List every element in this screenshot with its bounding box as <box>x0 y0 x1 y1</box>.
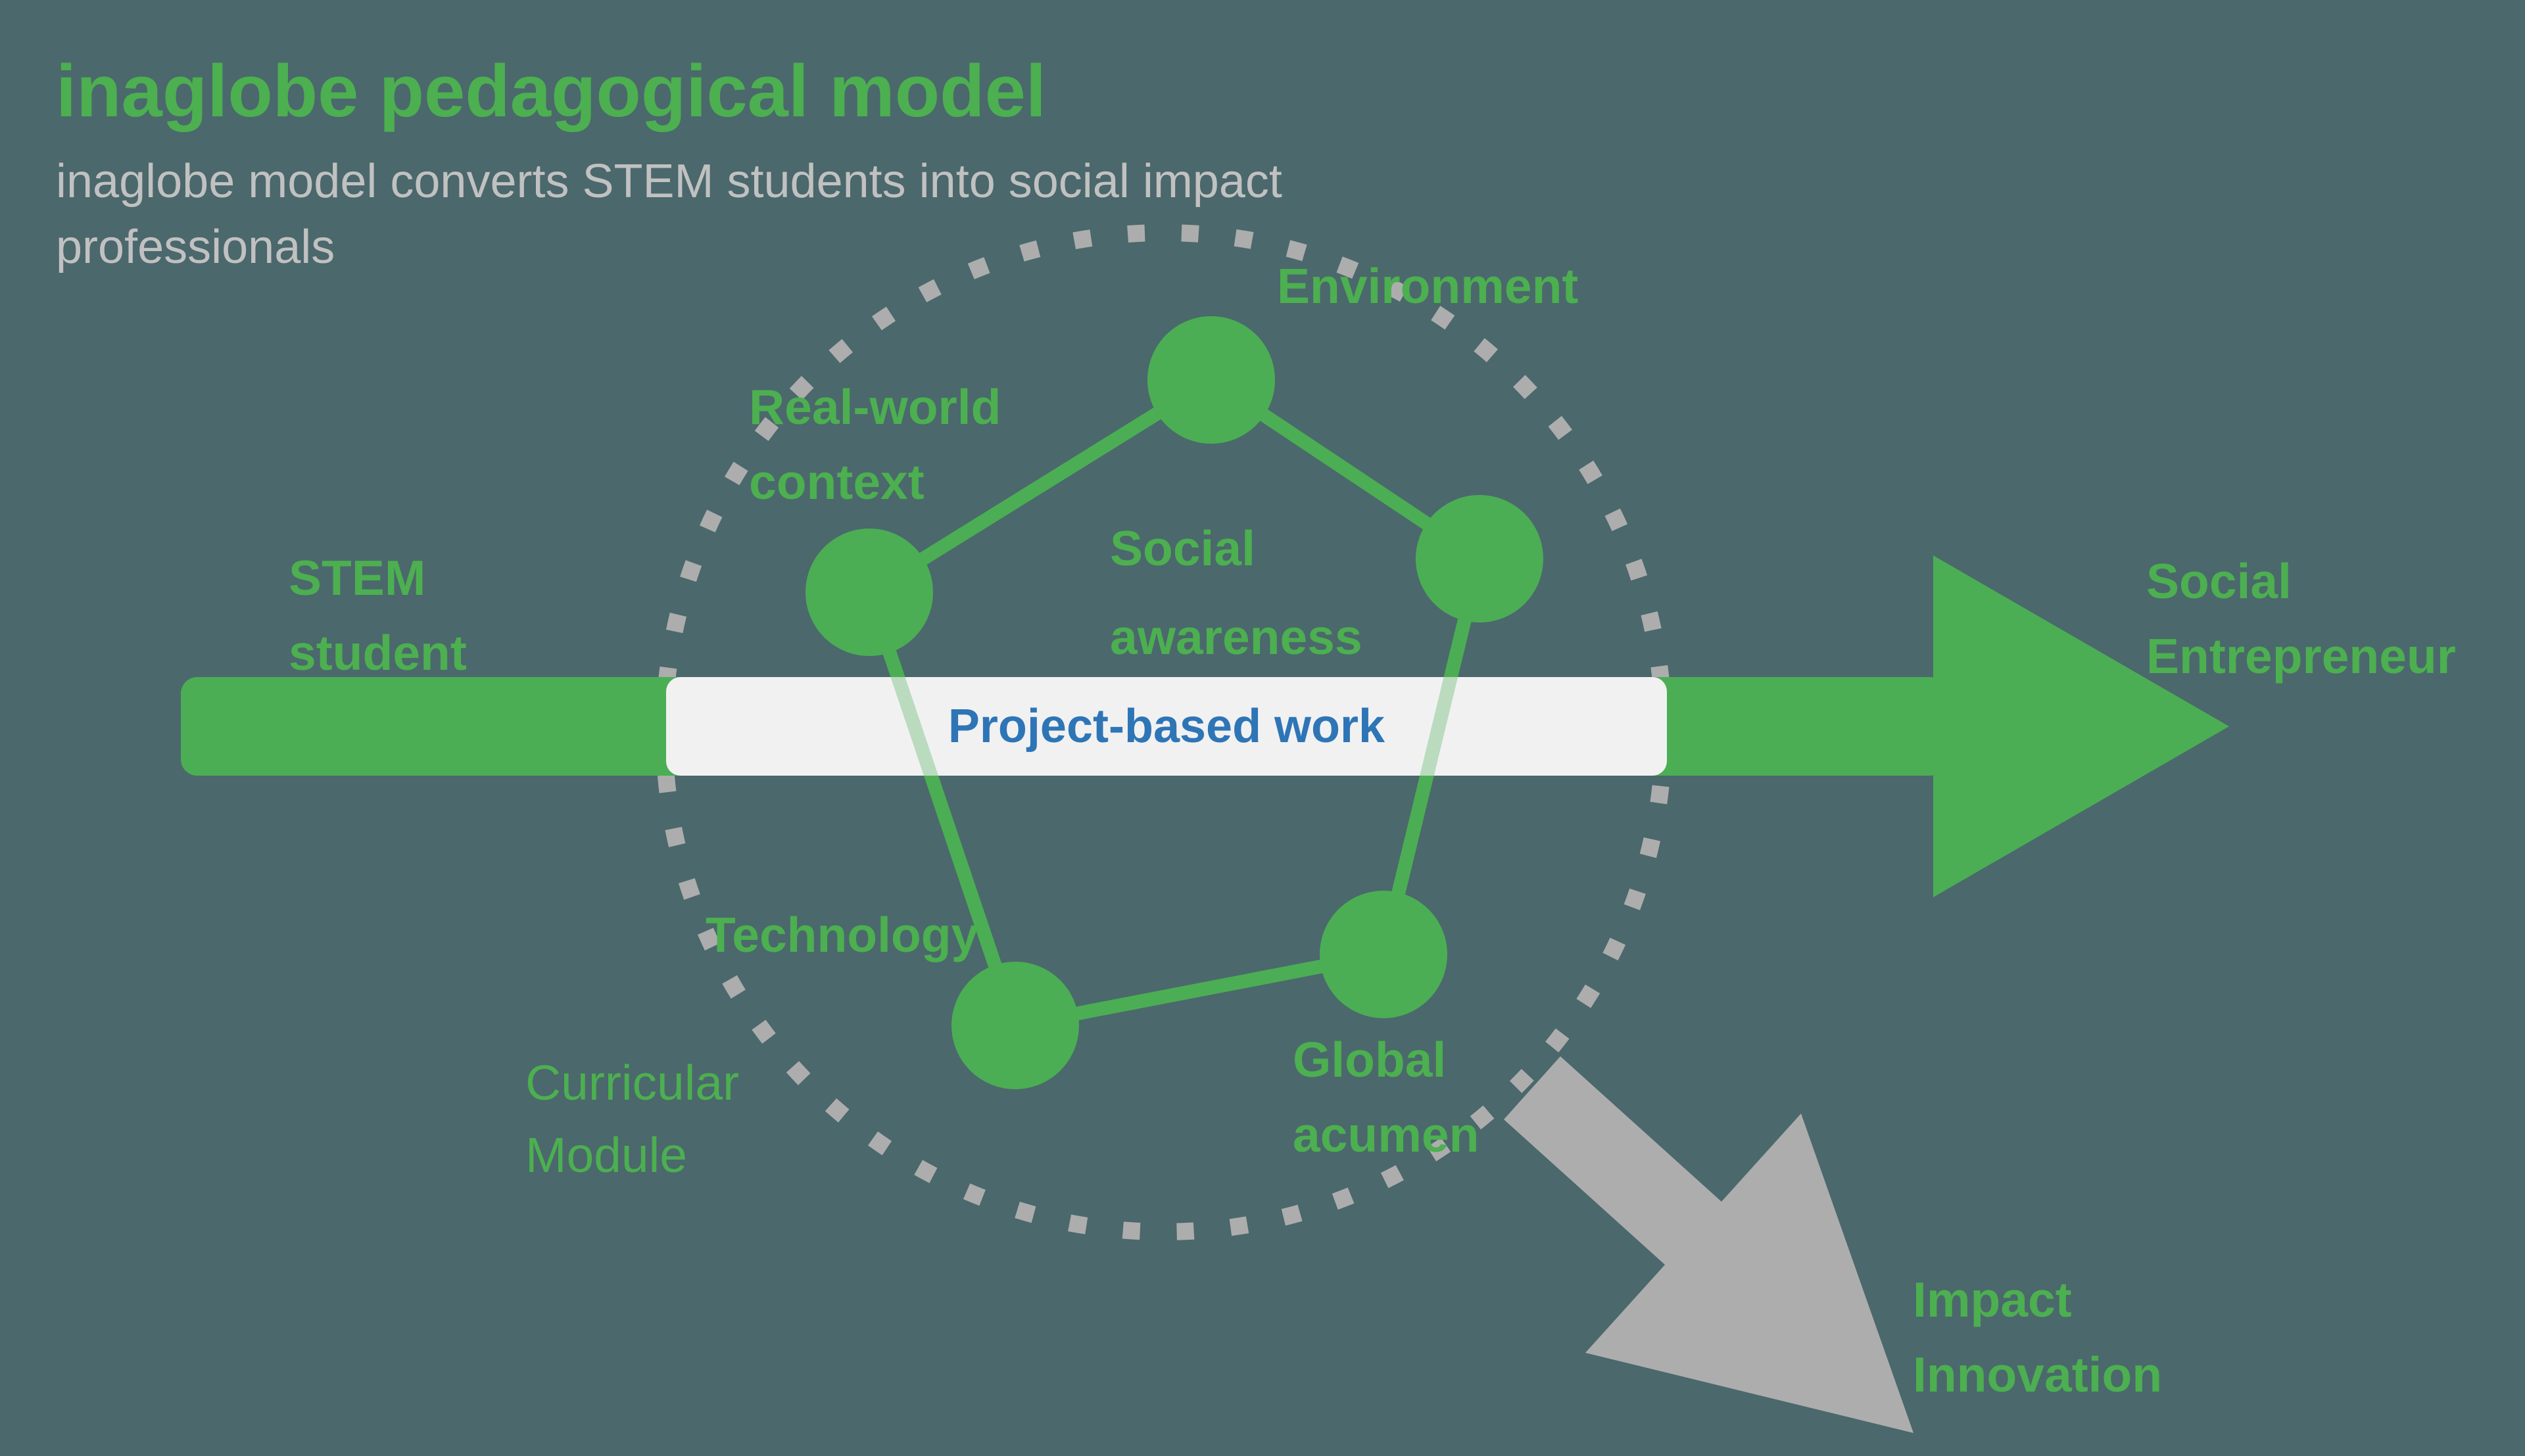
label-environment: Environment <box>1277 258 1579 314</box>
edge-faint-right <box>1376 677 1487 776</box>
label-project-based-work: Project-based work <box>948 700 1385 753</box>
label-social-awareness: Social awareness <box>1110 521 1362 665</box>
pentagon-nodes <box>806 316 1543 1089</box>
impact-innovation-arrow <box>1504 1056 1913 1433</box>
label-global-acumen: Global acumen <box>1293 1032 1479 1162</box>
node-social-awareness <box>1416 495 1543 622</box>
label-real-world-context: Real-world context <box>749 379 1001 509</box>
label-impact-innovation: Impact Innovation <box>1913 1272 2163 1402</box>
label-curricular-module: Curricular Module <box>525 1055 740 1183</box>
page-subtitle: inaglobe model converts STEM students in… <box>56 155 1282 273</box>
pentagon-edges-over-band <box>863 677 1487 776</box>
label-stem-student: STEM student <box>289 550 467 680</box>
project-based-work-band <box>666 677 1667 776</box>
label-technology: Technology <box>706 907 979 962</box>
flow-arrow-head <box>1933 555 2229 897</box>
label-social-entrepreneur: Social Entrepreneur <box>2146 553 2456 684</box>
page-title: inaglobe pedagogical model <box>56 50 1046 132</box>
node-real-world-context <box>806 528 933 656</box>
edge-realworld-technology <box>863 590 1022 1028</box>
edge-environment-realworld <box>865 374 1215 598</box>
node-global-acumen <box>1320 891 1447 1018</box>
node-environment <box>1147 316 1275 444</box>
node-technology <box>951 962 1079 1089</box>
